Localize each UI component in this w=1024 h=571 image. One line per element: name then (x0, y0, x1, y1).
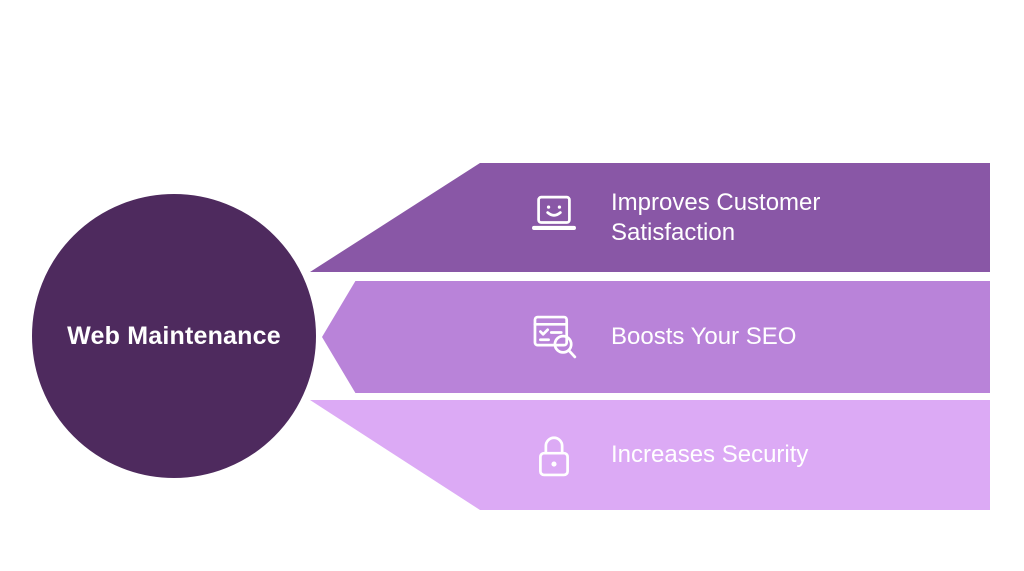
benefit-band-seo: Boosts Your SEO (322, 281, 990, 393)
hub-circle: Web Maintenance (28, 190, 320, 482)
benefit-label: Improves Customer Satisfaction (611, 189, 821, 246)
browser-search-icon (525, 308, 583, 366)
benefit-band-security: Increases Security (310, 400, 990, 510)
benefit-label: Increases Security (611, 441, 809, 469)
lock-icon (525, 426, 583, 484)
hub-title: Web Maintenance (67, 321, 281, 350)
benefit-band-customer-satisfaction: Improves Customer Satisfaction (310, 163, 990, 272)
laptop-smiley-icon (525, 189, 583, 247)
benefit-label: Boosts Your SEO (611, 323, 797, 351)
